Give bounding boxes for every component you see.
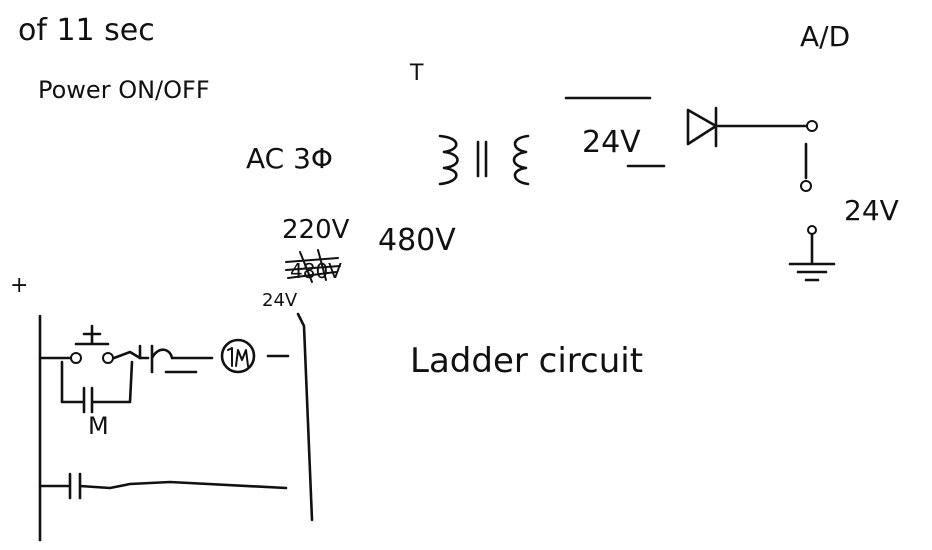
rung-2-wire (38, 472, 288, 500)
seal-in-branch (60, 360, 134, 414)
note-scribbled-480v: 480V (290, 259, 342, 283)
transformer-secondary-coil-icon (512, 134, 530, 186)
rung-1-wire-mid (112, 350, 142, 360)
note-t-mark: T (409, 61, 424, 86)
overload-contact-icon (138, 344, 214, 374)
terminal-top-icon (806, 120, 818, 132)
scribble-strike (285, 249, 341, 283)
note-ladder-24v: 24V (262, 290, 298, 311)
transformer-primary-coil-icon (438, 134, 459, 186)
note-time: of 11 sec (18, 13, 155, 48)
note-plus-sign: + (10, 273, 28, 298)
ground-icon (788, 232, 836, 282)
pushbutton-actuator-icon (74, 324, 110, 346)
motor-coil-icon (220, 338, 256, 374)
note-220v: 220V (282, 215, 350, 245)
note-480v: 480V (378, 223, 456, 258)
note-ac-3-phase: AC 3Φ (246, 142, 333, 175)
diode-icon (686, 106, 718, 148)
note-output-24v: 24V (844, 194, 899, 227)
note-m-label: M (88, 412, 109, 440)
ladder-right-rail (296, 312, 314, 522)
note-power-on-off: Power ON/OFF (38, 76, 210, 104)
motor-coil-label-icon (227, 347, 249, 367)
terminal-bottom-icon (800, 180, 812, 192)
pushbutton-contact-b-icon (102, 352, 114, 364)
pushbutton-contact-a-icon (70, 352, 82, 364)
note-a-d: A/D (800, 20, 850, 53)
transformer-core-icon (476, 140, 488, 178)
note-transformer-24v: 24V (582, 125, 641, 160)
note-ladder-circuit: Ladder circuit (410, 341, 643, 381)
